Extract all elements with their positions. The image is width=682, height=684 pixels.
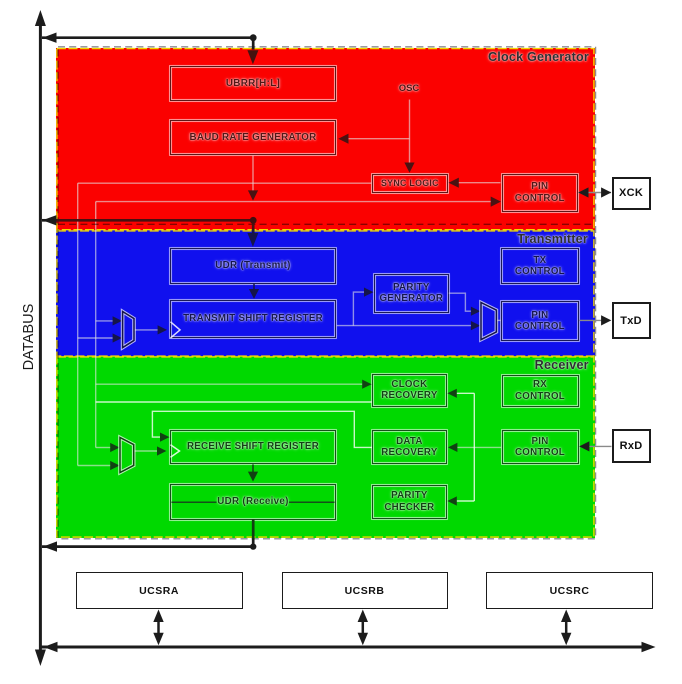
- register-ucsrc: UCSRC: [486, 572, 653, 609]
- register-ucsra: UCSRA: [75, 572, 243, 609]
- block-rx-control: RX CONTROL: [501, 374, 579, 407]
- block-transmit-shift-register: TRANSMIT SHIFT REGISTER: [169, 300, 337, 339]
- pin-txd: TxD: [611, 302, 651, 340]
- pin-xck: XCK: [611, 176, 651, 210]
- block-parity-generator: PARITY GENERATOR: [374, 274, 449, 313]
- block-tx-control: TX CONTROL: [500, 248, 580, 285]
- pin-rxd: RxD: [611, 428, 651, 464]
- osc-label: OSC: [398, 83, 420, 94]
- transmitter-label: Transmitter: [517, 231, 588, 246]
- databus-label: DATABUS: [20, 303, 37, 370]
- bottombus-arrow-left: [43, 641, 58, 653]
- receiver-label: Receiver: [534, 357, 589, 372]
- register-bus-links: [157, 614, 568, 641]
- block-baud-rate-generator: BAUD RATE GENERATOR: [169, 119, 337, 156]
- block-parity-checker: PARITY CHECKER: [372, 484, 447, 519]
- block-pin-control-clock: PIN CONTROL: [501, 173, 578, 213]
- register-ucsrb: UCSRB: [281, 572, 448, 609]
- block-udr-receive: UDR (Receive): [169, 484, 337, 520]
- bottombus-arrow-right: [641, 641, 656, 653]
- databus-arrow-down: [34, 649, 46, 666]
- block-sync-logic: SYNC LOGIC: [371, 173, 448, 194]
- block-clock-recovery: CLOCK RECOVERY: [372, 373, 447, 407]
- block-udr-transmit: UDR (Transmit): [169, 247, 337, 284]
- clock-generator-label: Clock Generator: [488, 49, 589, 64]
- block-ubrr: UBRR[H:L]: [169, 65, 337, 102]
- block-pin-control-tx: PIN CONTROL: [500, 301, 580, 341]
- register-bus-arrowheads: [153, 609, 572, 646]
- block-receive-shift-register: RECEIVE SHIFT REGISTER: [169, 430, 337, 465]
- block-data-recovery: DATA RECOVERY: [372, 430, 447, 465]
- block-pin-control-rx: PIN CONTROL: [501, 430, 579, 464]
- databus-arrow-up: [34, 10, 46, 26]
